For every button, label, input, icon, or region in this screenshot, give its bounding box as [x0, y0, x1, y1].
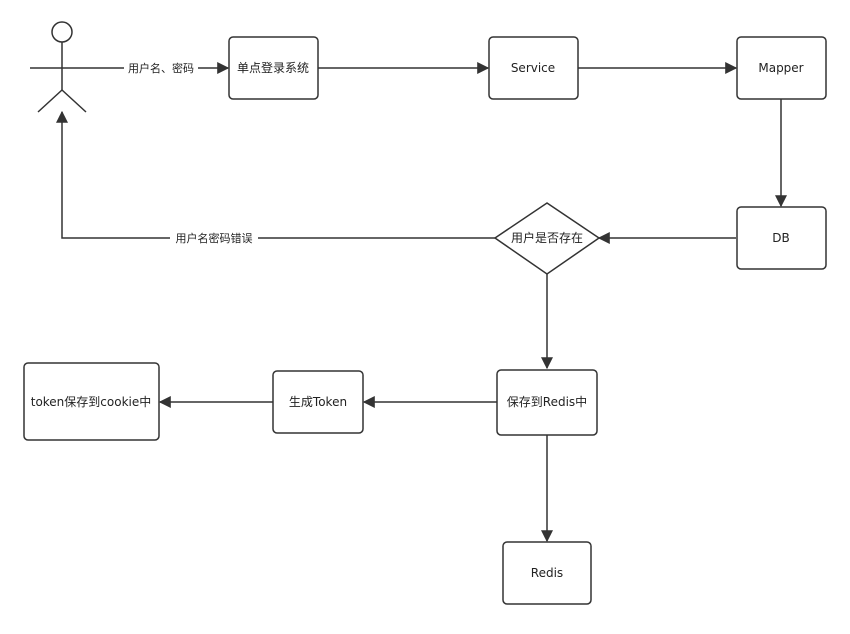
node-gen-token: 生成Token: [272, 370, 364, 434]
svg-text:用户名密码错误: 用户名密码错误: [176, 231, 253, 245]
svg-text:Mapper: Mapper: [758, 61, 803, 75]
node-db: DB: [736, 206, 827, 270]
svg-text:单点登录系统: 单点登录系统: [237, 60, 309, 75]
edge-label-user-to-sso: 用户名、密码: [124, 60, 198, 76]
node-sso: 单点登录系统: [228, 36, 319, 100]
svg-text:token保存到cookie中: token保存到cookie中: [31, 394, 152, 409]
svg-text:Service: Service: [511, 61, 555, 75]
node-token-cookie: token保存到cookie中: [23, 362, 160, 441]
node-redis: Redis: [502, 541, 592, 605]
node-mapper: Mapper: [736, 36, 827, 100]
svg-text:Redis: Redis: [531, 566, 563, 580]
svg-text:用户是否存在: 用户是否存在: [511, 230, 583, 245]
svg-text:用户名、密码: 用户名、密码: [128, 61, 194, 75]
svg-text:生成Token: 生成Token: [289, 395, 347, 409]
node-service: Service: [488, 36, 579, 100]
edge-decision-to-user: [56, 110, 495, 239]
user-actor-icon: [30, 21, 94, 113]
node-decision: 用户是否存在: [493, 202, 601, 275]
node-save-redis: 保存到Redis中: [496, 369, 598, 436]
svg-text:DB: DB: [772, 231, 789, 245]
edge-label-decision-to-user: 用户名密码错误: [170, 230, 258, 246]
svg-text:保存到Redis中: 保存到Redis中: [507, 394, 587, 409]
